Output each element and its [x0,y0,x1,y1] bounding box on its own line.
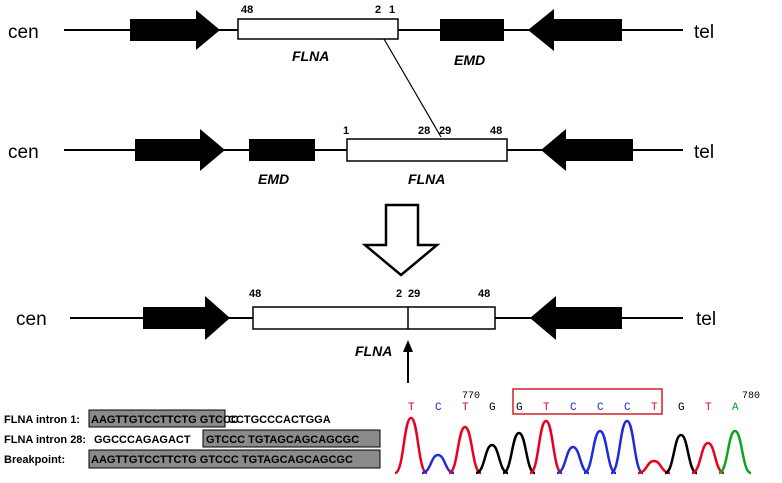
base-call-7: C [570,402,577,414]
chromatogram-peak-4 [475,443,509,475]
base-call-2: C [435,402,442,414]
row-2-flna-num-29: 29 [439,125,451,137]
seq-3-shaded-text: AAGTTGTCCTTCTG GTCCC TGTAGCAGCAGCGC [91,454,353,466]
chromatogram: 770 780 T C T G G T C C C T G T A [394,388,760,475]
seq-3-shaded-box [88,449,381,469]
chromatogram-peak-5 [502,431,536,475]
base-call-8: C [597,402,604,414]
row-3-flna-num-2: 2 [396,288,402,300]
chromatogram-peak-10 [637,459,671,475]
result-down-arrow [361,203,441,277]
chromatogram-peak-9 [610,419,644,475]
row-1-left-arrow [130,10,220,50]
seq-1-label: FLNA intron 1: [4,414,80,426]
seq-3-label: Breakpoint: [4,454,65,466]
base-call-6: T [543,402,550,414]
row-3-right-arrow [530,296,622,340]
row-3-flna-box [252,306,496,330]
chromatogram-peak-7 [556,445,590,475]
row-2-flna-label: FLNA [408,171,445,187]
base-call-12: T [705,402,712,414]
row-1-right-arrow [528,9,622,51]
row-3-flna-num-29: 29 [408,288,420,300]
row-3-flna-num-48-left: 48 [249,288,261,300]
chromatogram-peaks [394,416,752,475]
row-2-flna-box [346,138,508,162]
chromatogram-peak-2 [421,453,455,475]
row-1-flna-num-48: 48 [241,4,253,16]
rearrangement-connector-line [383,38,442,138]
base-call-9: C [624,402,631,414]
base-call-5: G [516,402,523,414]
chromatogram-peak-3 [448,425,482,475]
seq-2-label: FLNA intron 28: [4,434,86,446]
row-2-left-arrow [135,129,225,171]
base-call-1: T [408,402,415,414]
row-2: cen EMD 1 28 29 48 FLNA tel [8,125,714,187]
chromatogram-position-770: 770 [462,391,480,402]
row-1-cen-label: cen [8,22,39,43]
chromatogram-peak-13 [718,429,752,475]
row-2-flna-num-28: 28 [418,125,430,137]
chromatogram-peak-1 [394,416,428,475]
row-3-left-arrow [143,296,230,340]
base-call-11: G [678,402,685,414]
seq-1-shaded-box [88,409,226,428]
chromatogram-peak-8 [583,429,617,475]
base-call-10: T [651,402,658,414]
row-3: cen 48 2 29 48 FLNA tel [16,288,716,359]
row-2-emd-box [249,139,315,161]
row-2-flna-num-1: 1 [343,125,349,137]
row-1-flna-box [237,18,399,40]
seq-2-shaded-box [202,429,381,448]
chromatogram-peak-6 [529,419,563,475]
row-3-tel-label: tel [696,309,716,330]
chromatogram-position-780: 780 [742,391,760,402]
row-1-tel-label: tel [694,22,714,43]
base-call-3: T [462,402,469,414]
row-1-flna-num-1: 1 [389,4,395,16]
row-2-tel-label: tel [694,142,714,163]
row-2-cen-label: cen [8,142,39,163]
row-2-emd-label: EMD [258,171,289,187]
row-1-emd-label: EMD [454,52,485,68]
seq-1-plain-text: CCTGCCCACTGGA [228,414,331,426]
seq-2-plain-text: GGCCCAGAGACT [94,434,191,446]
chromatogram-peak-12 [691,441,725,475]
row-1: cen 48 2 1 FLNA EMD tel [8,4,714,68]
chromatogram-peak-11 [664,433,698,475]
row-3-flna-num-48-right: 48 [478,288,490,300]
base-call-13: A [732,402,739,414]
row-1-emd-box [440,19,504,41]
base-call-4: G [489,402,496,414]
row-3-flna-label: FLNA [355,343,392,359]
seq-1-shaded-text: AAGTTGTCCTTCTG GTCCC [91,414,239,426]
row-3-cen-label: cen [16,309,47,330]
row-1-flna-label: FLNA [292,48,329,64]
row-2-flna-num-48: 48 [490,125,502,137]
sequence-alignment: FLNA intron 1: AAGTTGTCCTTCTG GTCCC CCTG… [4,409,381,469]
chromatogram-highlight-box [512,388,663,415]
breakpoint-pointer-head [403,340,413,352]
row-1-flna-num-2: 2 [375,4,381,16]
seq-2-shaded-text: GTCCC TGTAGCAGCAGCGC [206,434,359,446]
row-2-right-arrow [541,129,633,171]
